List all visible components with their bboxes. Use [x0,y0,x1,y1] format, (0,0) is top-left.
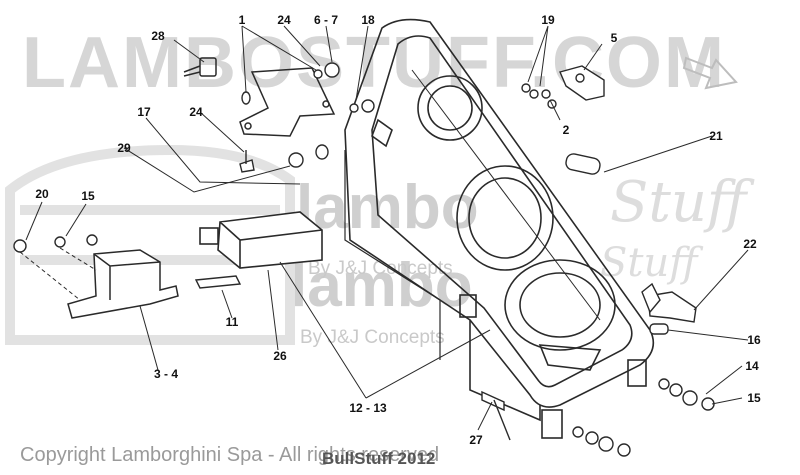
watermark-stuff-2: Stuff [600,240,698,286]
callout-2: 2 [562,123,570,137]
watermark-byline-2: By J&J Concepts [300,327,445,348]
callout-28: 28 [151,29,165,43]
callout-21: 21 [709,129,723,143]
callout-12-13: 12 - 13 [349,401,387,415]
callout-15-right: 15 [747,391,761,405]
control-module [199,211,323,269]
callout-26: 26 [273,349,287,363]
callout-17: 17 [137,105,151,119]
connector-plug [183,57,217,77]
watermark-stuff-1: Stuff [610,170,747,235]
copyright-notice: Copyright Lamborghini Spa - All rights r… [20,444,440,466]
callout-24-mid: 24 [189,105,203,119]
callout-5: 5 [610,31,618,45]
callout-18: 18 [361,13,375,27]
fasteners-top [239,62,375,173]
callout-1: 1 [238,13,246,27]
fasteners-right [481,65,715,457]
callout-16: 16 [747,333,761,347]
lower-bracket [67,249,179,319]
callout-6-7: 6 - 7 [313,13,339,27]
callout-27: 27 [469,433,483,447]
callout-19: 19 [541,13,555,27]
watermark-byline-1: By J&J Concepts [308,258,453,279]
watermark-lambo-1: lambo [296,173,479,242]
callout-3-4: 3 - 4 [153,367,179,381]
callout-22: 22 [743,237,757,251]
fasteners-left [13,234,98,253]
callout-14: 14 [745,359,759,373]
mounting-bracket [239,67,336,137]
callout-24-top: 24 [277,13,291,27]
watermark-arrow-icon [682,56,738,90]
callout-15-left: 15 [81,189,95,203]
callout-29: 29 [117,141,131,155]
bullstuff-credit: BullStuff 2012 [322,449,436,468]
leader-lines [25,25,749,431]
headlamp-assembly [344,18,655,439]
watermark-lambostuff: LAMBOSTUFF.COM [22,23,726,103]
dashed-guide [19,247,97,301]
callout-11: 11 [225,315,239,329]
callout-20: 20 [35,187,49,201]
adhesive-pad [194,275,242,289]
